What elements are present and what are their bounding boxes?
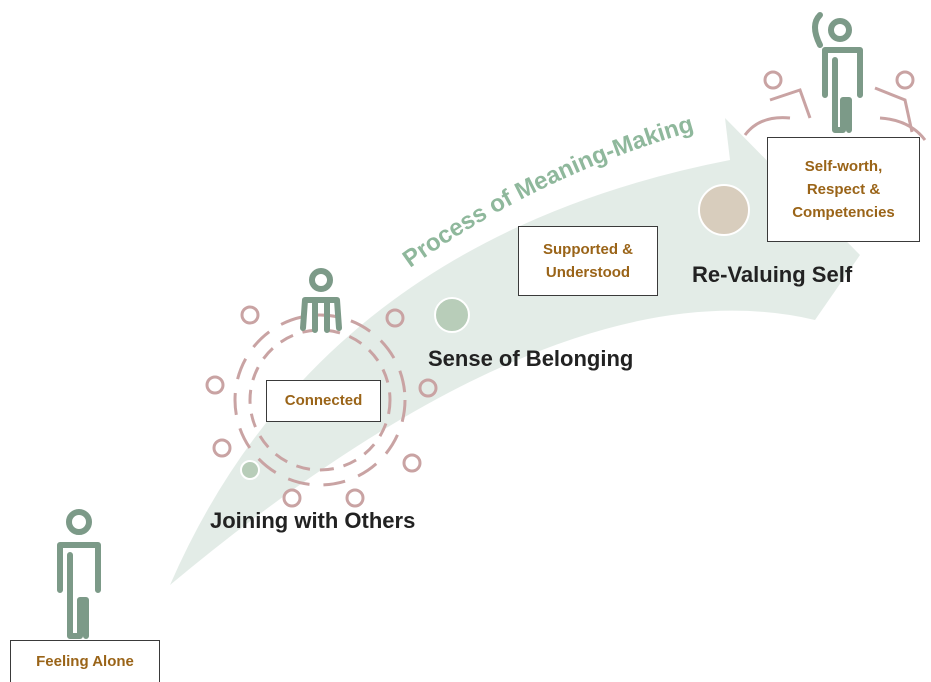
group-circle-icon [205,305,438,508]
person-alone-icon [57,509,101,639]
stage-dot-belonging [434,297,470,333]
stage-dot-joining [240,460,260,480]
person-standing-icon [300,268,342,333]
group-circle-icon [743,70,927,141]
connected-box: Connected [266,380,381,422]
revaluing-label: Re-Valuing Self [692,262,853,287]
belonging-label: Sense of Belonging [428,346,634,371]
person-celebrating-icon [812,12,863,133]
joining-label: Joining with Others [210,508,416,533]
stage-dot-revaluing [698,184,750,236]
feeling-alone-box: Feeling Alone [10,640,160,682]
process-arrow [170,118,860,585]
self-worth-box: Self-worth, Respect & Competencies [767,137,920,242]
supported-box: Supported & Understood [518,226,658,296]
